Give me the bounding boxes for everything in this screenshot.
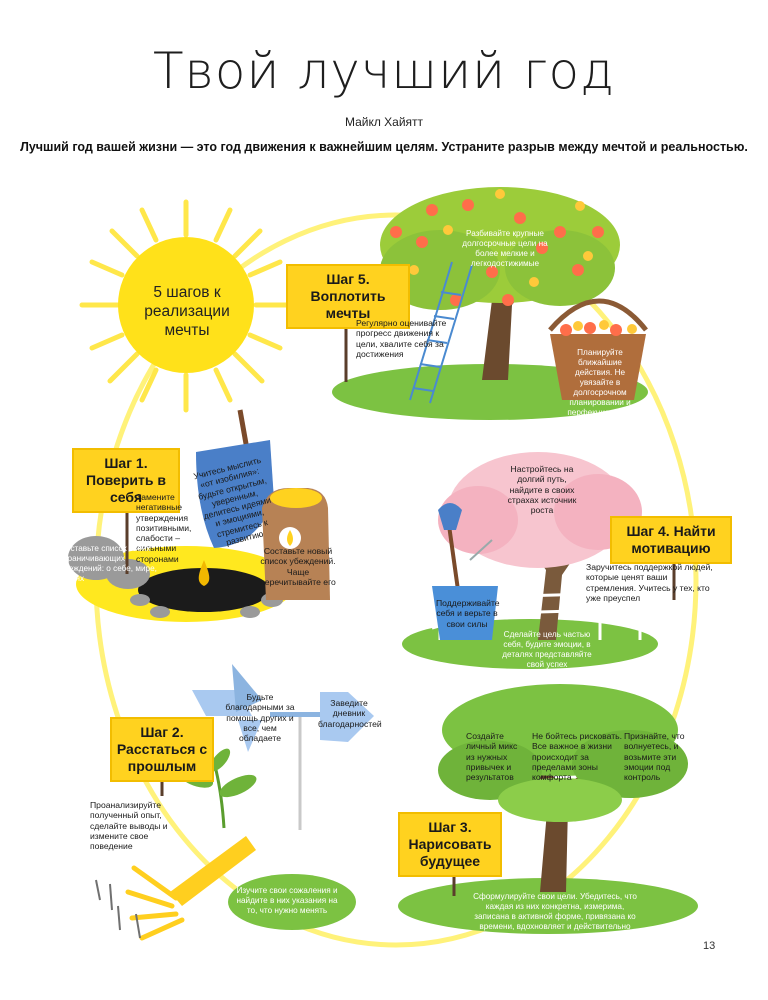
step-1-note-list-beliefs: Составьте список своих ограничивающих уб… [60, 544, 157, 583]
tagline: Лучший год вашей жизни — это год движени… [20, 140, 748, 154]
apple-tree-icon [380, 187, 620, 404]
page-title: Твой лучший год [153, 42, 615, 100]
step-2-note-analyze: Проанализируйте полученный опыт, сделайт… [90, 800, 168, 852]
step-5-note-split-goals: Разбивайте крупные долгосрочные цели на … [462, 229, 548, 268]
sun-caption: 5 шагов к реализации мечты [144, 284, 230, 339]
step-5-sign: Шаг 5. Воплотить мечты [286, 264, 410, 329]
step-4-note-support: Заручитесь поддержкой людей, которые цен… [586, 562, 713, 603]
shovel-icon [196, 409, 274, 548]
step-1-note-new-list: Составьте новый список убеждений. Чаще п… [260, 546, 336, 587]
step-2-note-journal: Заведите дневник благодарностей [318, 698, 382, 729]
step-4-note-imagine: Сделайте цель частью себя, будите эмоции… [502, 630, 592, 669]
step-3-note-habits: Создайте личный микс из нужных привычек … [466, 731, 518, 783]
seed-bag-icon [262, 488, 330, 600]
step-5-note-evaluate: Регулярно оценивайте прогресс движения к… [356, 318, 447, 359]
author-name: Майкл Хайятт [344, 115, 424, 129]
step-5-note-plan: Планируйте ближайшие действия. Не увязай… [567, 348, 633, 417]
step-4-note-long-way: Настройтесь на долгий путь, найдите в св… [507, 464, 577, 516]
step-1-note-replace: Замените негативные утверждения позитивн… [136, 492, 192, 564]
bush-step2 [228, 874, 356, 930]
bucket-icon [432, 503, 498, 640]
step-4-sign: Шаг 4. Найти мотивацию [610, 516, 732, 564]
step-3-note-emotions: Признайте, что волнуетесь, и возьмите эт… [624, 731, 685, 783]
step-4-note-believe: Поддерживайте себя и верьте в свои силы [436, 598, 500, 629]
step-2-note-gratitude: Будьте благодарными за помощь других и в… [225, 692, 295, 744]
step-1-sign: Шаг 1. Поверить в себя [72, 448, 180, 513]
rake-icon [95, 836, 256, 941]
page-number: 13 [703, 940, 716, 952]
oak-tree-icon [438, 684, 688, 892]
step-3-note-goals: Сформулируйте свои цели. Убедитесь, что … [473, 892, 637, 941]
hole-icon [138, 560, 270, 612]
step-3-note-risk: Не бойтесь рисковать. Все важное в жизни… [532, 731, 623, 783]
windmill-icon [192, 664, 374, 830]
ground-step3 [398, 878, 698, 934]
basket-icon [548, 298, 648, 400]
step-2-sign: Шаг 2. Расстаться с прошлым [110, 717, 214, 782]
blossom-tree-icon [438, 452, 642, 640]
step-3-sign: Шаг 3. Нарисовать будущее [398, 812, 502, 877]
step-2-note-regrets: Изучите свои сожаления и найдите в них у… [236, 886, 338, 915]
